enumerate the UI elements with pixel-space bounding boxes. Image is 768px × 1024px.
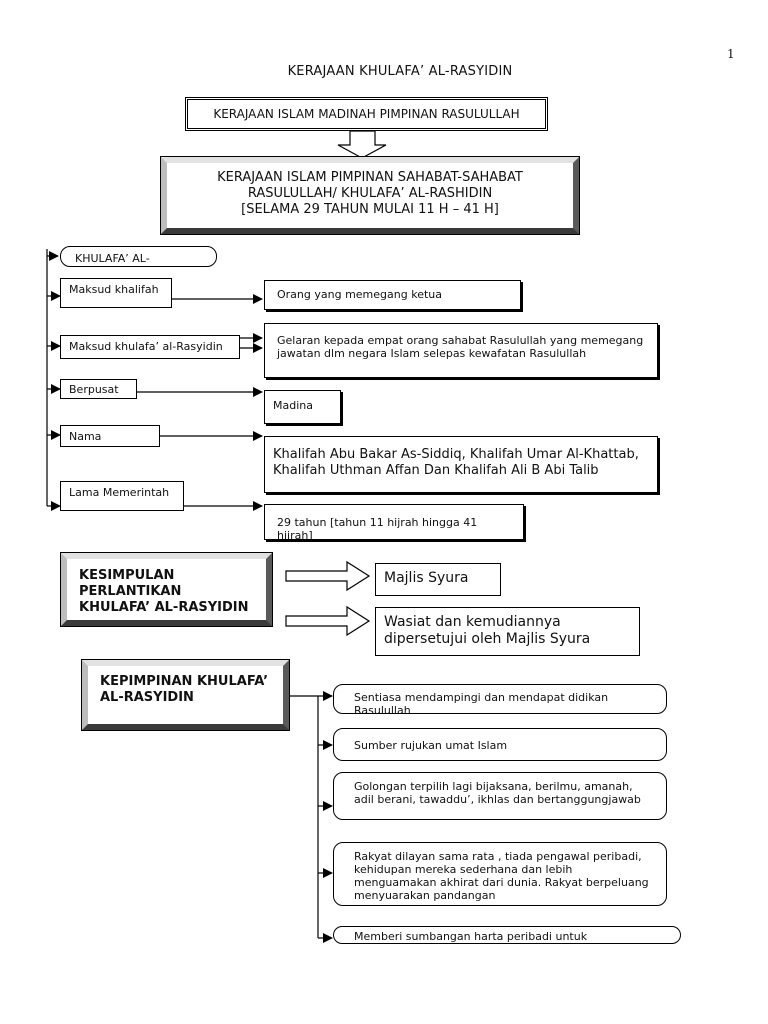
kepimpinan-item: Rakyat dilayan sama rata , tiada pengawa… <box>333 842 667 906</box>
rasulullah-government-box: KERAJAAN ISLAM MADINAH PIMPINAN RASULULL… <box>185 97 548 131</box>
page-number: 1 <box>727 47 735 61</box>
right-arrow-icon <box>285 605 371 637</box>
label-maksud-khulafa: Maksud khulafa’ al-Rasyidin <box>60 335 240 359</box>
value-berpusat: Madina <box>264 390 341 424</box>
value-lama-memerintah: 29 tahun [tahun 11 hijrah hingga 41 hijr… <box>264 504 524 540</box>
kepimpinan-item: Golongan terpilih lagi bijaksana, berilm… <box>333 772 667 820</box>
kesimpulan-label-box: KESIMPULAN PERLANTIKAN KHULAFA’ AL-RASYI… <box>60 552 273 627</box>
khulafa-government-line-3: [SELAMA 29 TAHUN MULAI 11 H – 41 H] <box>241 202 499 217</box>
khulafa-header-box: KHULAFA’ AL- <box>60 246 217 267</box>
label-maksud-khalifah: Maksud khalifah <box>60 278 172 308</box>
value-maksud-khalifah: Orang yang memegang ketua <box>264 280 521 310</box>
down-arrow-icon <box>337 130 387 159</box>
right-arrow-icon <box>285 560 371 592</box>
kesimpulan-item-majlis-syura: Majlis Syura <box>375 563 501 596</box>
khulafa-government-box: KERAJAAN ISLAM PIMPINAN SAHABAT-SAHABAT … <box>160 156 580 235</box>
label-nama: Nama <box>60 425 160 447</box>
kepimpinan-item: Memberi sumbangan harta peribadi untuk <box>333 926 681 944</box>
page-title: KERAJAAN KHULAFA’ AL-RASYIDIN <box>287 64 513 79</box>
label-berpusat: Berpusat <box>60 379 137 399</box>
label-lama-memerintah: Lama Memerintah <box>60 481 184 511</box>
khulafa-government-line-1: KERAJAAN ISLAM PIMPINAN SAHABAT-SAHABAT <box>217 170 523 185</box>
value-nama: Khalifah Abu Bakar As-Siddiq, Khalifah U… <box>264 436 658 493</box>
khulafa-government-line-2: RASULULLAH/ KHULAFA’ AL-RASHIDIN <box>247 186 493 201</box>
kepimpinan-item: Sentiasa mendampingi dan mendapat didika… <box>333 684 667 714</box>
kepimpinan-label-box: KEPIMPINAN KHULAFA’ AL-RASYIDIN <box>81 659 290 731</box>
kepimpinan-item: Sumber rujukan umat Islam <box>333 728 667 761</box>
value-maksud-khulafa: Gelaran kepada empat orang sahabat Rasul… <box>264 323 658 378</box>
kesimpulan-item-wasiat: Wasiat dan kemudiannya dipersetujui oleh… <box>375 607 640 656</box>
